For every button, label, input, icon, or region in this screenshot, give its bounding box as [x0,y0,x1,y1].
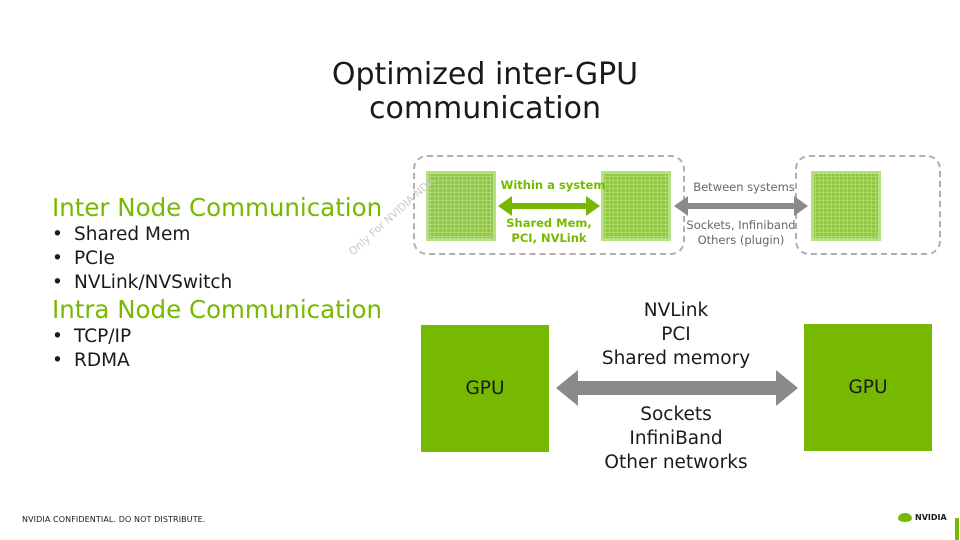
gpu-chip-icon [426,171,496,241]
inter-node-item: NVLink/NVSwitch [52,271,412,295]
gpu-chip-icon [811,171,881,241]
inter-node-item: PCIe [52,247,412,271]
inter-node-item: Shared Mem [52,223,412,247]
within-system-label: Within a system [500,178,606,192]
link-line: InfiniBand [629,428,723,449]
accent-edge-bar [955,518,959,540]
communication-list: Inter Node Communication Shared Mem PCIe… [52,193,412,373]
gpu-box-left: GPU [421,325,549,452]
link-line: NVLink [643,300,709,321]
slide-title-line2: communication [368,91,601,126]
nvidia-eye-icon [898,513,912,522]
within-system-sub1: Shared Mem, [506,216,592,230]
slide-title: Optimized inter-GPU communication [280,58,690,126]
link-line: PCI [661,324,691,345]
link-line: Other networks [604,452,748,473]
gpu-box-right: GPU [804,324,932,451]
inter-links-text: Sockets InfiniBand Other networks [566,403,786,475]
between-systems-sub1: Sockets, Infiniband [686,218,796,232]
bidirectional-arrow [556,370,798,406]
intra-node-item: TCP/IP [52,325,412,349]
link-line: Sockets [640,404,712,425]
link-line: Shared memory [601,348,751,369]
gpu-label: GPU [848,377,888,398]
within-system-arrow [498,196,600,216]
gpu-label: GPU [465,378,505,399]
nvidia-logo-text: NVIDIA [915,513,947,522]
intra-node-list: TCP/IP RDMA [52,325,412,373]
within-system-sub2: PCI, NVLink [511,231,587,245]
intra-links-text: NVLink PCI Shared memory [566,299,786,371]
between-systems-label: Between systems [693,180,795,194]
nvidia-logo: NVIDIA [898,513,947,522]
confidential-footer: NVIDIA CONFIDENTIAL. DO NOT DISTRIBUTE. [22,515,206,524]
between-systems-sub2: Others (plugin) [697,233,785,247]
between-systems-arrow [674,196,808,216]
gpu-chip-icon [601,171,671,241]
inter-node-heading: Inter Node Communication [52,193,383,222]
intra-node-heading: Intra Node Communication [52,295,383,324]
slide-title-line1: Optimized inter-GPU [331,57,639,92]
intra-node-item: RDMA [52,349,412,373]
inter-node-list: Shared Mem PCIe NVLink/NVSwitch [52,223,412,295]
